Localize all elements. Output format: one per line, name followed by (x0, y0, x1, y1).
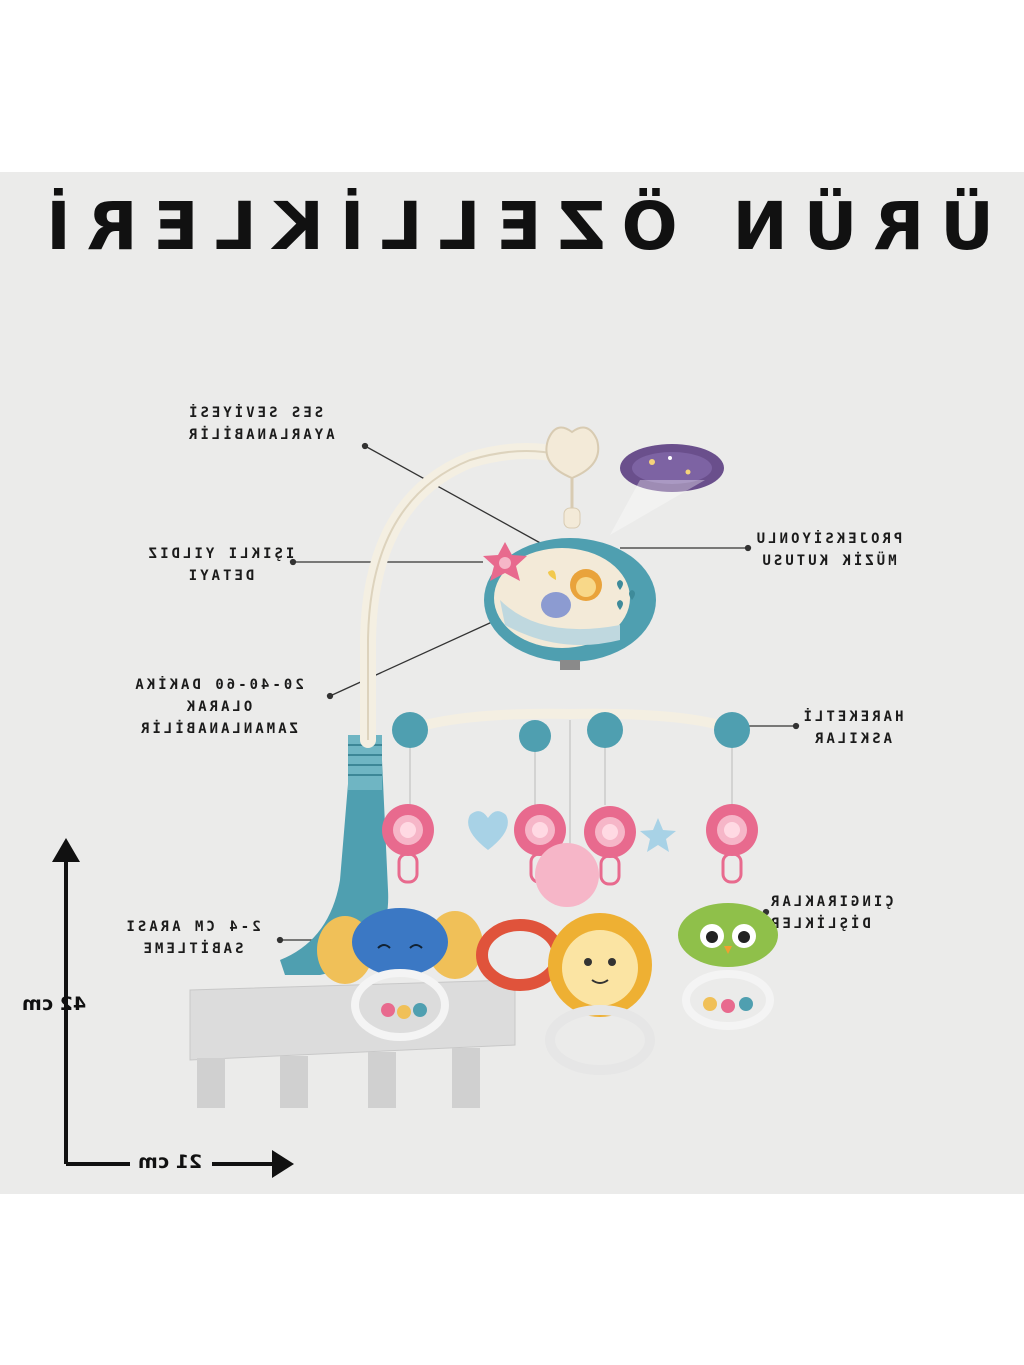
leader-line-timer (329, 621, 493, 697)
dimension-arrows (52, 838, 294, 1178)
elephant-icon (541, 592, 571, 618)
hanger-bar (403, 708, 740, 735)
hanging-star-icon (640, 818, 676, 852)
leader-lines (276, 442, 800, 944)
music-box (484, 538, 656, 670)
right-arrow-icon (272, 1150, 294, 1178)
teether-ring (476, 919, 564, 991)
lion-rattle (545, 913, 655, 1075)
hanger-balls (392, 712, 750, 752)
hanging-toys (382, 804, 758, 907)
leader-line-volume (364, 445, 554, 551)
owl-rattle (678, 903, 778, 1030)
moon-icon (548, 570, 556, 580)
up-arrow-icon (52, 838, 80, 862)
light-star-icon (483, 542, 527, 581)
heart-icon (545, 426, 600, 480)
hanging-heart-icon (468, 811, 508, 850)
hanging-ball (535, 843, 599, 907)
elephant-rattle (317, 908, 483, 1041)
crib-rail (189, 979, 516, 1108)
mobile-arm-edge (367, 450, 561, 740)
